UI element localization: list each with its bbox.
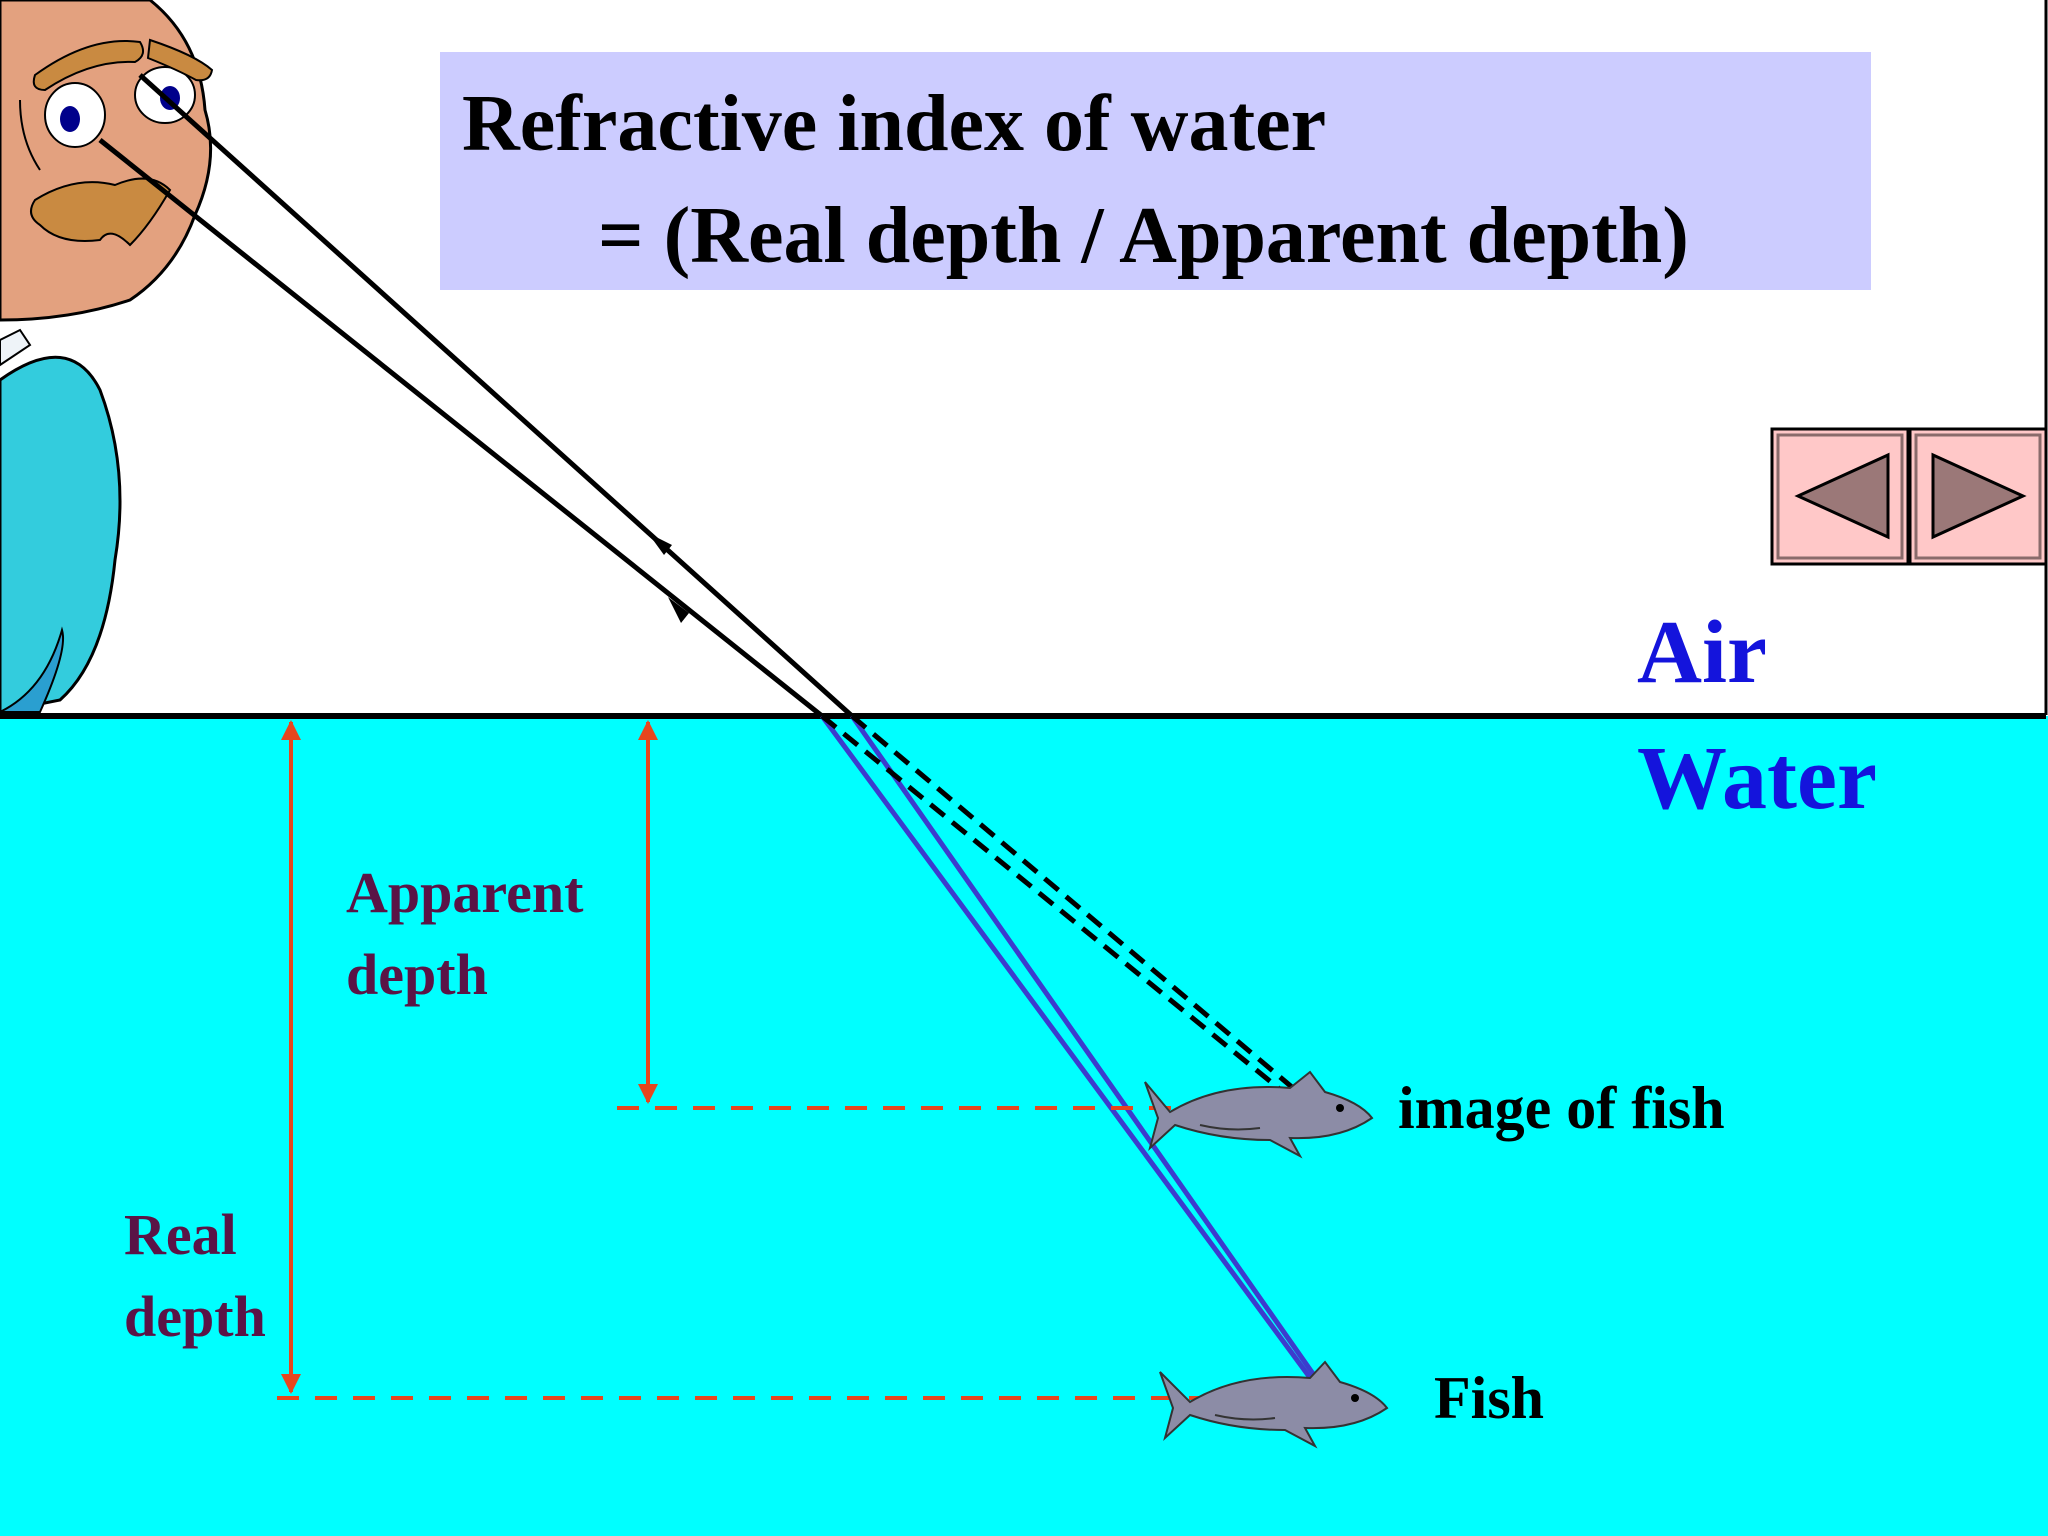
ray-water-2 xyxy=(819,714,1328,1400)
apparent-depth-label-2: depth xyxy=(346,942,488,1007)
fish-image xyxy=(1144,1070,1374,1159)
image-of-fish-label: image of fish xyxy=(1398,1075,1725,1141)
title-line-1: Refractive index of water xyxy=(462,80,1326,168)
apparent-depth-label-1: Apparent xyxy=(346,860,584,925)
real-depth-label-1: Real xyxy=(124,1202,237,1267)
ray-arrow-1 xyxy=(648,533,672,555)
right-triangle-icon xyxy=(1931,452,2027,540)
water-label: Water xyxy=(1637,729,1877,828)
ray-water-1 xyxy=(849,714,1333,1400)
left-triangle-icon xyxy=(1794,452,1890,540)
real-depth-label-2: depth xyxy=(124,1284,266,1349)
observer-moustache xyxy=(30,177,172,247)
prev-button[interactable] xyxy=(1770,427,1910,566)
water-region xyxy=(0,716,2048,1536)
observer-body xyxy=(0,355,122,714)
fish-real xyxy=(1159,1360,1389,1449)
virtual-ray-1 xyxy=(850,714,1314,1106)
observer-eyebrow xyxy=(32,40,145,92)
ray-air-1 xyxy=(138,73,854,718)
air-label: Air xyxy=(1637,603,1767,702)
fish-label: Fish xyxy=(1434,1365,1544,1431)
ray-air-2 xyxy=(98,138,824,718)
next-button[interactable] xyxy=(1908,427,2048,566)
title-box xyxy=(440,52,1871,290)
ray-arrow-2 xyxy=(668,597,689,623)
virtual-ray-2 xyxy=(820,714,1300,1106)
title-line-2: = (Real depth / Apparent depth) xyxy=(598,192,1689,280)
